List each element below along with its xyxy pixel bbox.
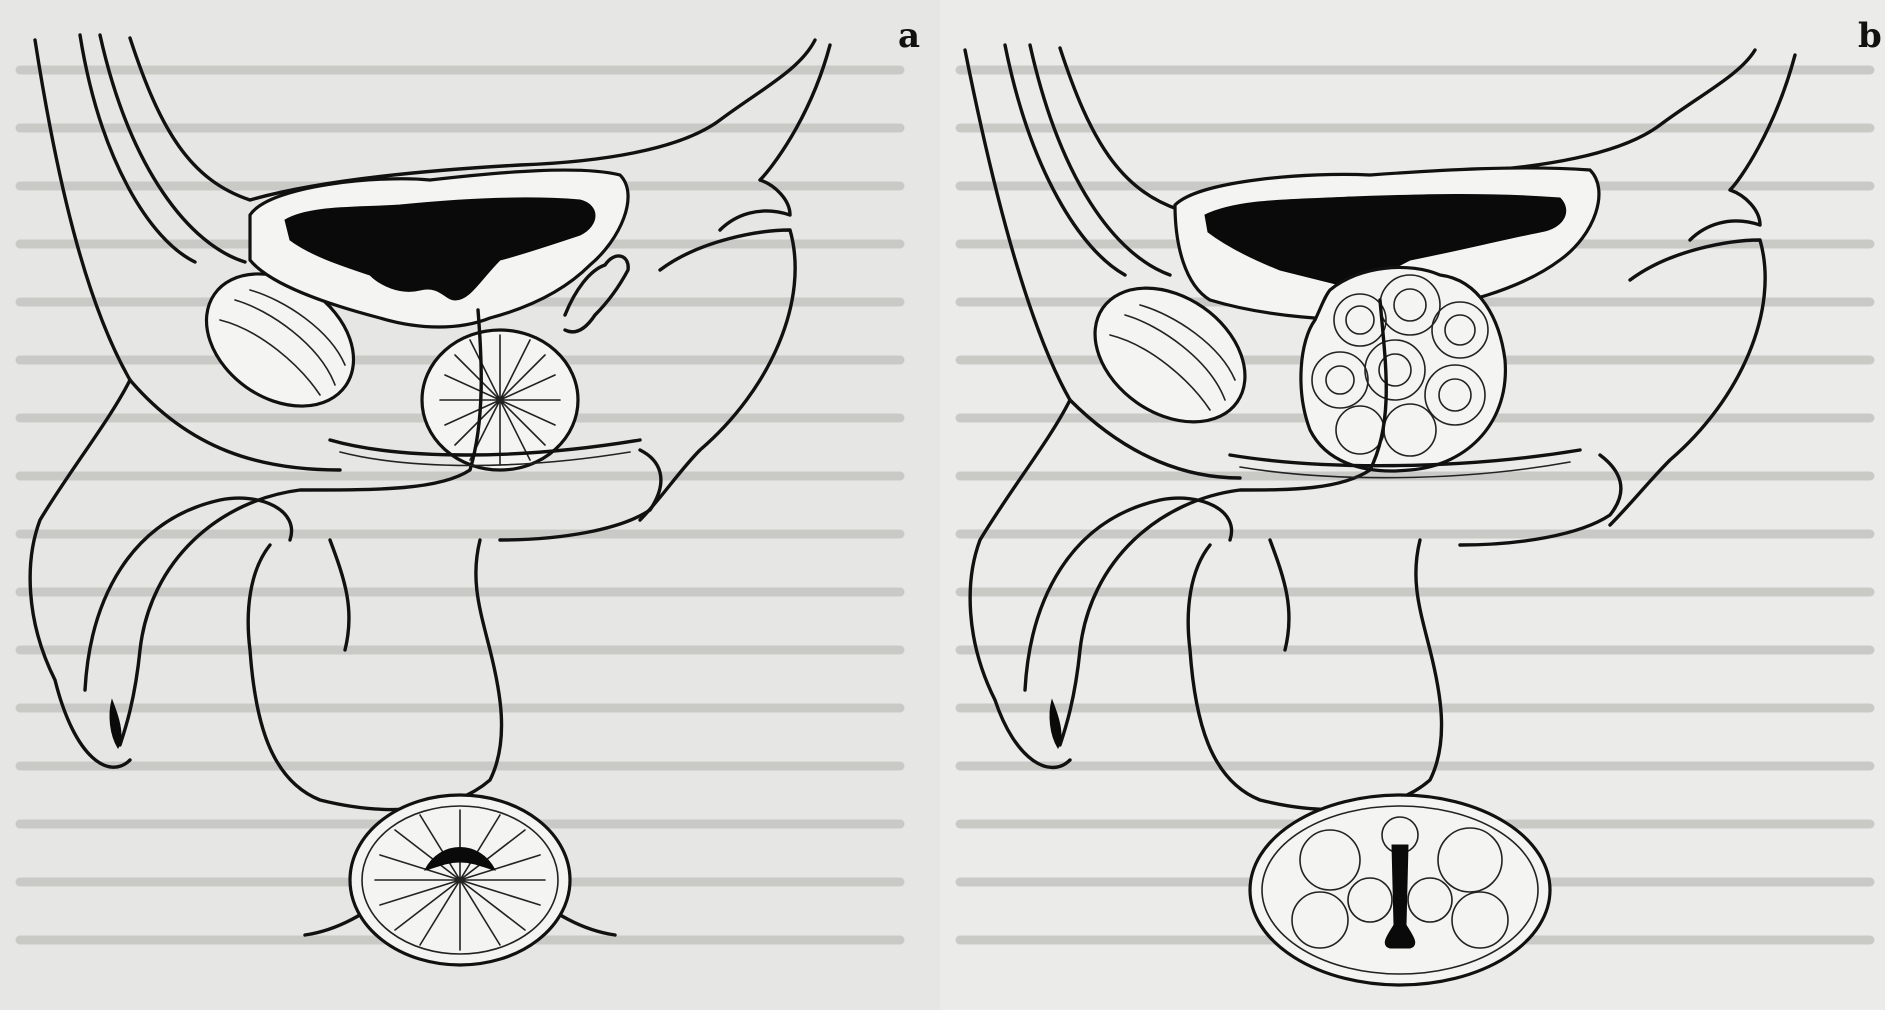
panel-b: b [940,0,1885,1010]
panel-label-a: a [898,16,920,56]
rectum-wall [1610,240,1765,525]
prostate-cross-section-b [1250,795,1550,985]
panel-a-drawing [0,0,940,1010]
panel-a: a [0,0,940,1010]
abdominal-wall-outer [965,50,1070,768]
rectum-fold [1690,55,1795,240]
abdominal-wall-outer [30,40,130,767]
panel-b-drawing [940,0,1885,1010]
panel-label-b: b [1858,16,1882,56]
